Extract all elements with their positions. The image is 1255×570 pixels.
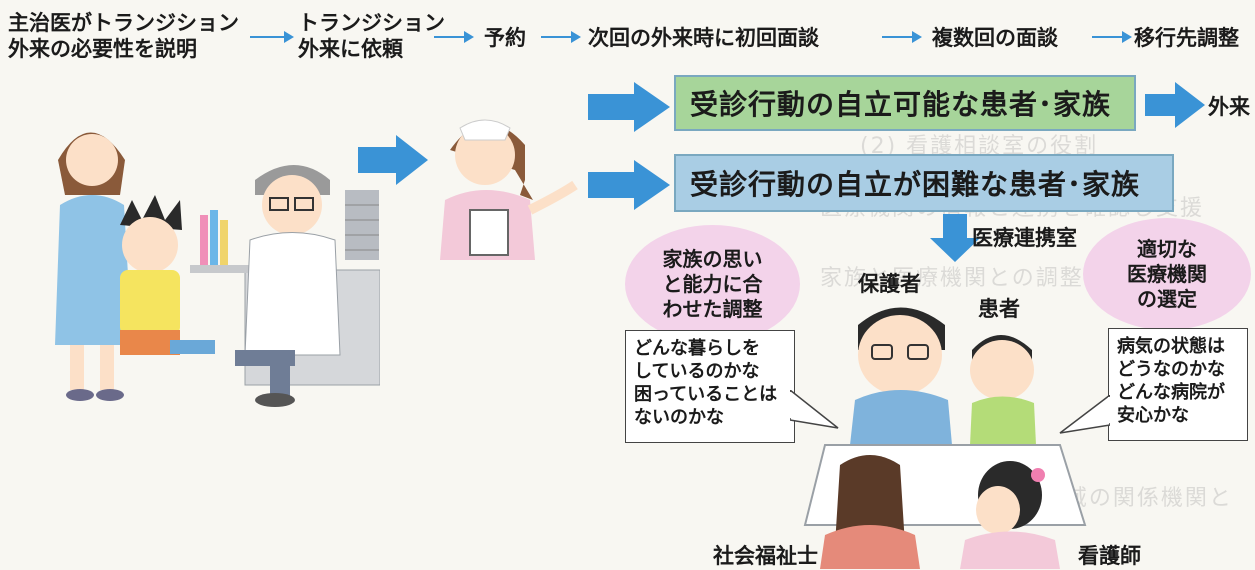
outpatient-label: 外来	[1208, 95, 1250, 119]
flow-step-explain: 主治医がトランジション 外来の必要性を説明	[8, 10, 239, 62]
coordination-room-label: 医療連携室	[972, 226, 1077, 250]
flow-step-reserve: 予約	[484, 26, 526, 50]
social-worker-label: 社会福祉士	[713, 544, 818, 568]
bubble-facility-selection-line2: 医療機関	[1127, 261, 1207, 286]
bubble-facility-selection-line3: の選定	[1137, 286, 1197, 311]
flow-step-explain-line2: 外来の必要性を説明	[8, 37, 197, 61]
arrow-right-icon	[882, 31, 922, 43]
box-difficult-patient-family: 受診行動の自立が困難な患者･家族	[674, 154, 1174, 212]
arrow-right-icon	[541, 31, 581, 43]
flow-step-request: トランジション 外来に依頼	[298, 10, 445, 62]
note-disease-state-line4: 安心かな	[1117, 405, 1189, 426]
patient-label: 患者	[978, 297, 1020, 321]
note-disease-state-line1: 病気の状態は	[1117, 336, 1225, 357]
flow-step-first-interview: 次回の外来時に初回面談	[588, 26, 819, 50]
bubble-family-adjustment: 家族の思い と能力に合 わせた調整	[625, 225, 800, 343]
flow-step-explain-line1: 主治医がトランジション	[8, 11, 239, 35]
bubble-facility-selection: 適切な 医療機関 の選定	[1083, 218, 1251, 330]
arrow-right-icon	[250, 31, 294, 43]
note-disease-state-line2: どうなのかな	[1117, 359, 1225, 380]
meeting-illustration	[803, 307, 1087, 569]
arrow-right-icon	[1145, 82, 1205, 128]
nurse-label: 看護師	[1078, 544, 1141, 568]
note-daily-life-line4: ないのかな	[634, 407, 724, 428]
arrow-right-icon	[434, 31, 474, 43]
flow-step-request-line1: トランジション	[298, 11, 445, 35]
note-disease-state-line3: どんな病院が	[1117, 382, 1225, 403]
note-daily-life-line1: どんな暮らしを	[634, 338, 760, 359]
speech-tail-icon	[790, 390, 839, 429]
doctor-consultation-illustration	[55, 132, 380, 407]
flow-step-multiple-interviews: 複数回の面談	[932, 26, 1058, 50]
note-daily-life-line2: しているのかな	[634, 361, 760, 382]
bubble-facility-selection-line1: 適切な	[1137, 236, 1197, 261]
flow-step-transfer: 移行先調整	[1134, 26, 1239, 50]
note-disease-state: 病気の状態は どうなのかな どんな病院が 安心かな	[1108, 328, 1248, 441]
note-daily-life-line3: 困っていることは	[634, 384, 778, 405]
note-daily-life: どんな暮らしを しているのかな 困っていることは ないのかな	[625, 330, 795, 443]
arrow-right-icon	[588, 160, 670, 210]
bubble-family-adjustment-line1: 家族の思い	[662, 246, 763, 271]
arrow-right-icon	[588, 82, 670, 132]
box-possible-patient-family: 受診行動の自立可能な患者･家族	[674, 75, 1136, 131]
guardian-label: 保護者	[858, 272, 921, 296]
arrow-right-icon	[1092, 31, 1132, 43]
bubble-family-adjustment-line2: と能力に合	[662, 271, 763, 296]
arrow-right-icon	[358, 135, 428, 185]
nurse-illustration	[440, 119, 578, 260]
speech-tail-icon	[1059, 395, 1110, 434]
arrow-down-icon	[930, 214, 980, 262]
flow-step-request-line2: 外来に依頼	[298, 37, 403, 61]
bubble-family-adjustment-line3: わせた調整	[662, 296, 763, 321]
